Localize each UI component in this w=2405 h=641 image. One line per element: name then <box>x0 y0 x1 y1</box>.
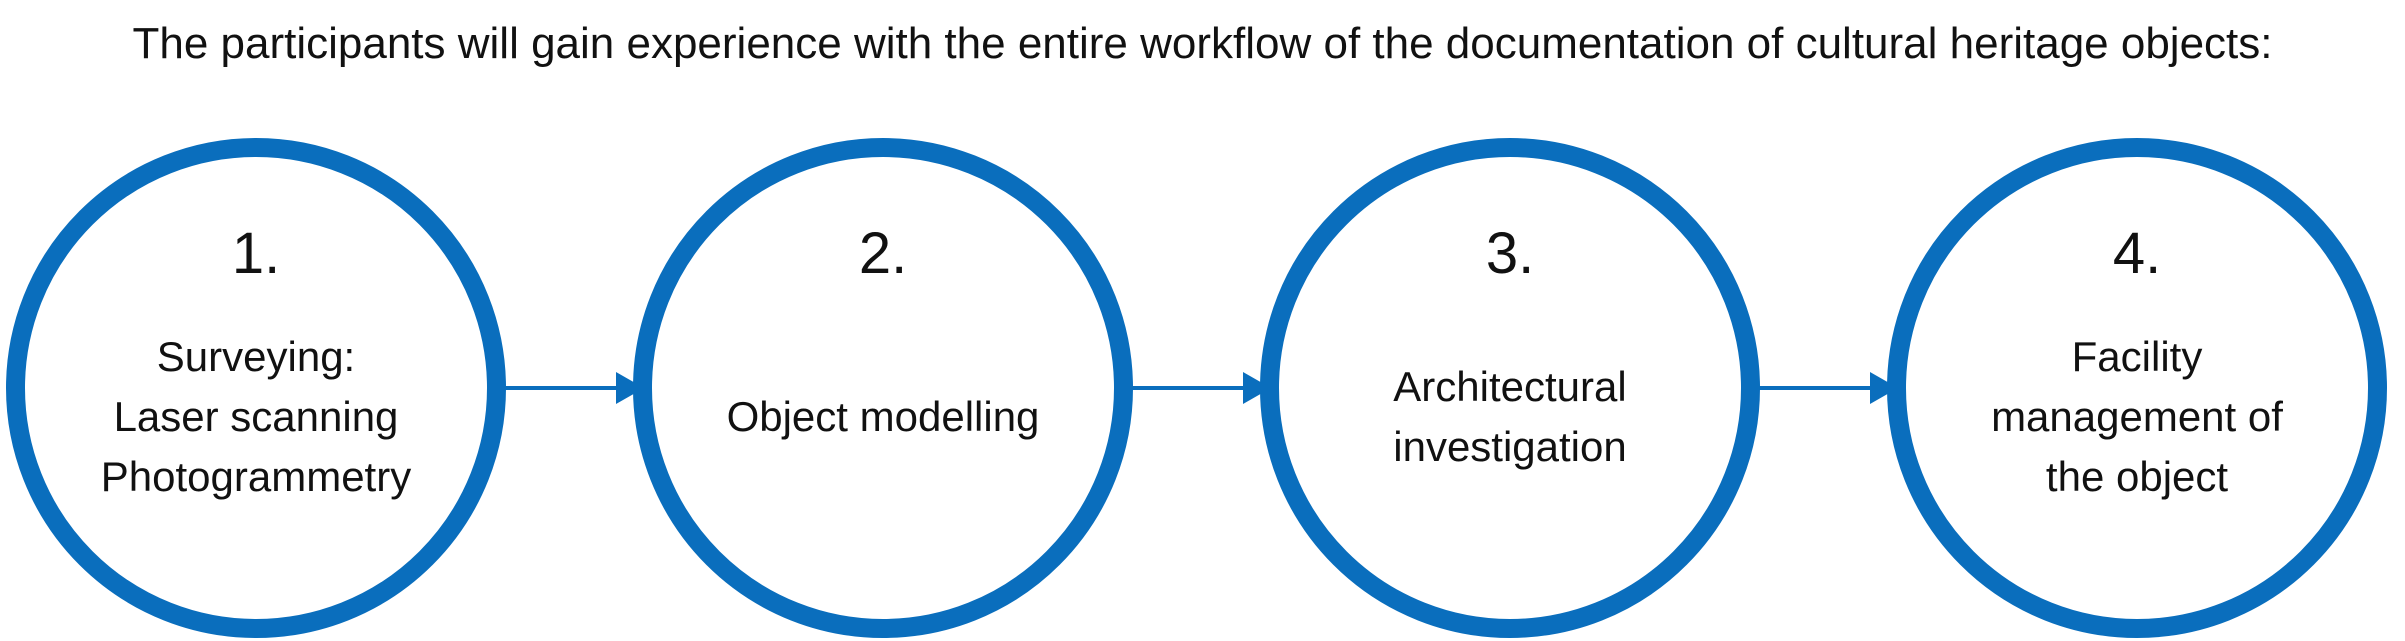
step-2-label: Object modelling <box>682 317 1084 517</box>
step-1-circle: 1. Surveying: Laser scanning Photogramme… <box>6 138 506 638</box>
step-3-label: Architectural investigation <box>1309 317 1711 517</box>
step-4-line-2: management of <box>1991 393 2283 440</box>
step-1-label: Surveying: Laser scanning Photogrammetry <box>55 317 457 517</box>
arrow-3-to-4 <box>1756 372 1898 404</box>
step-4-label: Facility management of the object <box>1936 317 2338 517</box>
step-1-line-2: Laser scanning <box>113 393 399 440</box>
step-2-circle: 2. Object modelling <box>633 138 1133 638</box>
step-3-line-2: investigation <box>1393 423 1627 470</box>
step-4-line-3: the object <box>2045 453 2229 500</box>
step-3-number: 3. <box>1485 221 1535 286</box>
arrow-2-to-3 <box>1129 372 1271 404</box>
step-1-number: 1. <box>231 221 281 286</box>
step-1-line-1: Surveying: <box>156 333 356 380</box>
step-4-circle: 4. Facility management of the object <box>1887 138 2387 638</box>
step-4-line-1: Facility <box>2071 333 2203 380</box>
step-4-number: 4. <box>2112 221 2162 286</box>
step-3-circle: 3. Architectural investigation <box>1260 138 1760 638</box>
intro-text: The participants will gain experience wi… <box>132 19 2273 68</box>
step-3-line-1: Architectural <box>1393 363 1627 410</box>
arrow-1-to-2 <box>502 372 644 404</box>
step-1-line-3: Photogrammetry <box>100 453 412 500</box>
step-2-line-1: Object modelling <box>726 393 1040 440</box>
step-2-number: 2. <box>858 221 908 286</box>
